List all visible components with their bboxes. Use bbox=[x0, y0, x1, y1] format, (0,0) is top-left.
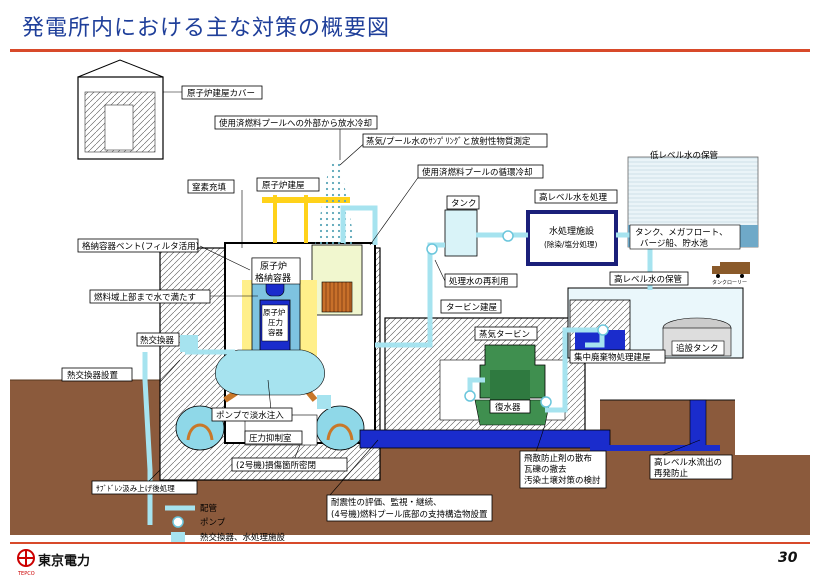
label-tank-lorry: タンクローリー bbox=[712, 279, 747, 286]
svg-text:熱交換器: 熱交換器 bbox=[140, 335, 175, 346]
svg-text:タンク: タンク bbox=[451, 199, 477, 209]
svg-text:復水器: 復水器 bbox=[495, 402, 521, 413]
label-steam-sampling: 蒸気/プール水のｻﾝﾌﾟﾘﾝｸﾞと放射性物質測定 bbox=[362, 133, 548, 148]
label-spent-fuel-circulating: 使用済燃料プールの循環冷却 bbox=[417, 164, 544, 179]
svg-text:処理水の再利用: 処理水の再利用 bbox=[449, 276, 509, 287]
svg-text:窒素充填: 窒素充填 bbox=[192, 182, 227, 193]
label-suppression-chamber: 圧力抑制室 bbox=[244, 430, 303, 445]
tepco-logo-icon bbox=[17, 549, 35, 567]
label-spent-fuel-external: 使用済燃料プールへの外部から放水冷却 bbox=[214, 115, 378, 130]
svg-text:集中廃棄物処理建屋: 集中廃棄物処理建屋 bbox=[574, 352, 651, 363]
water-treatment-facility bbox=[526, 210, 618, 266]
page-title: 発電所内における主な対策の概要図 bbox=[22, 16, 391, 41]
label-subdrain: ｻﾌﾞﾄﾞﾚﾝ汲み上げ後処理 bbox=[91, 480, 198, 495]
svg-text:原子炉建屋: 原子炉建屋 bbox=[262, 180, 305, 191]
trench bbox=[359, 399, 720, 451]
label-containment-vent: 格納容器ベント(フィルタ活用) bbox=[77, 238, 199, 253]
svg-text:使用済燃料プールへの外部から放水冷却: 使用済燃料プールへの外部から放水冷却 bbox=[219, 118, 372, 129]
svg-text:低レベル水の保管: 低レベル水の保管 bbox=[650, 150, 718, 161]
label-seismic-eval: 耐震性の評価、監視・継続、 (4号機)燃料プール底部の支持構造物設置 bbox=[326, 494, 493, 522]
label-nitrogen: 窒素充填 bbox=[187, 179, 235, 194]
label-damage-seal: (2号機)損傷箇所密閉 bbox=[231, 457, 348, 472]
svg-text:ｻﾌﾞﾄﾞﾚﾝ汲み上げ後処理: ｻﾌﾞﾄﾞﾚﾝ汲み上げ後処理 bbox=[96, 483, 175, 493]
label-rpv: 原子炉 圧力 容器 bbox=[261, 304, 289, 342]
tank-illustration bbox=[444, 209, 478, 257]
svg-text:バージ船、貯水池: バージ船、貯水池 bbox=[640, 238, 708, 249]
label-low-level-storage: 低レベル水の保管 bbox=[650, 150, 718, 161]
footer-rule bbox=[10, 542, 810, 544]
svg-text:圧力: 圧力 bbox=[268, 317, 283, 327]
svg-text:瓦礫の撤去: 瓦礫の撤去 bbox=[524, 464, 567, 475]
label-water-treatment: 水処理施設 (除染/塩分処理) bbox=[544, 225, 597, 249]
svg-text:タンク、メガフロート、: タンク、メガフロート、 bbox=[635, 227, 728, 238]
label-tank: タンク bbox=[446, 195, 480, 210]
svg-text:ポンプ: ポンプ bbox=[200, 518, 226, 528]
company-name: 東京電力 bbox=[38, 554, 91, 569]
svg-text:タンクローリー: タンクローリー bbox=[712, 279, 747, 286]
svg-text:高レベル水の保管: 高レベル水の保管 bbox=[614, 274, 682, 285]
svg-text:熱交換器設置: 熱交換器設置 bbox=[67, 370, 119, 381]
legend: 配管 ポンプ 熱交換器、水処理施設 bbox=[165, 503, 286, 543]
label-pump-fresh-water: ポンプで淡水注入 bbox=[211, 407, 293, 422]
svg-text:容器: 容器 bbox=[268, 327, 283, 337]
svg-text:ポンプで淡水注入: ポンプで淡水注入 bbox=[216, 410, 284, 421]
svg-text:圧力抑制室: 圧力抑制室 bbox=[249, 433, 292, 444]
label-containment: 原子炉 格納容器 bbox=[251, 257, 301, 285]
page-number: 30 bbox=[778, 550, 798, 566]
svg-text:蒸気/プール水のｻﾝﾌﾟﾘﾝｸﾞと放射性物質測定: 蒸気/プール水のｻﾝﾌﾟﾘﾝｸﾞと放射性物質測定 bbox=[366, 136, 531, 147]
label-treated-reuse: 処理水の再利用 bbox=[444, 273, 518, 288]
svg-text:原子炉: 原子炉 bbox=[260, 260, 287, 272]
label-low-level-options: タンク、メガフロート、 バージ船、貯水池 bbox=[629, 224, 741, 250]
company-sub: TEPCO bbox=[18, 571, 35, 577]
title-rule bbox=[10, 49, 810, 52]
reactor-cover-illustration bbox=[77, 59, 164, 160]
label-heat-exchanger-install: 熱交換器設置 bbox=[61, 367, 133, 382]
label-heat-exchanger: 熱交換器 bbox=[136, 332, 180, 347]
svg-text:再発防止: 再発防止 bbox=[654, 468, 689, 479]
svg-text:熱交換器、水処理施設: 熱交換器、水処理施設 bbox=[200, 532, 286, 543]
label-reactor-building: 原子炉建屋 bbox=[256, 177, 320, 192]
heat-exchanger-boxes bbox=[180, 335, 331, 409]
svg-text:原子炉建屋カバー: 原子炉建屋カバー bbox=[187, 88, 255, 99]
svg-text:配管: 配管 bbox=[200, 503, 217, 514]
label-dust-prevention: 飛散防止剤の散布 瓦礫の撤去 汚染土壌対策の検討 bbox=[519, 450, 607, 489]
svg-text:(2号機)損傷箇所密閉: (2号機)損傷箇所密閉 bbox=[236, 460, 316, 471]
label-fill-water: 燃料域上部まで水で満たす bbox=[89, 289, 211, 304]
label-condenser: 復水器 bbox=[489, 399, 531, 414]
svg-text:格納容器: 格納容器 bbox=[255, 272, 291, 284]
svg-text:水処理施設: 水処理施設 bbox=[549, 225, 594, 237]
svg-text:格納容器ベント(フィルタ活用): 格納容器ベント(フィルタ活用) bbox=[82, 241, 199, 252]
label-high-level-storage: 高レベル水の保管 bbox=[609, 271, 689, 286]
label-waste-building: 集中廃棄物処理建屋 bbox=[569, 349, 666, 364]
label-high-level-treatment: 高レベル水を処理 bbox=[534, 189, 618, 204]
svg-text:追設タンク: 追設タンク bbox=[676, 343, 719, 354]
label-steam-turbine: 蒸気タービン bbox=[474, 326, 538, 341]
svg-text:高レベル水流出の: 高レベル水流出の bbox=[654, 457, 722, 468]
svg-text:原子炉: 原子炉 bbox=[263, 307, 286, 317]
svg-text:高レベル水を処理: 高レベル水を処理 bbox=[539, 192, 608, 203]
label-additional-tank: 追設タンク bbox=[671, 340, 725, 356]
tank-lorry-icon bbox=[712, 262, 750, 278]
svg-text:(除染/塩分処理): (除染/塩分処理) bbox=[544, 239, 597, 249]
label-cover: 原子炉建屋カバー bbox=[181, 85, 263, 100]
svg-text:(4号機)燃料プール底部の支持構造物設置: (4号機)燃料プール底部の支持構造物設置 bbox=[331, 509, 488, 520]
svg-text:飛散防止剤の散布: 飛散防止剤の散布 bbox=[524, 453, 592, 464]
svg-text:使用済燃料プールの循環冷却: 使用済燃料プールの循環冷却 bbox=[422, 167, 533, 178]
label-outflow-prevention: 高レベル水流出の 再発防止 bbox=[649, 454, 733, 480]
svg-text:蒸気タービン: 蒸気タービン bbox=[479, 329, 530, 340]
svg-text:汚染土壌対策の検討: 汚染土壌対策の検討 bbox=[524, 475, 601, 486]
svg-text:タービン建屋: タービン建屋 bbox=[446, 302, 498, 313]
svg-text:燃料域上部まで水で満たす: 燃料域上部まで水で満たす bbox=[94, 292, 196, 303]
leader-lines bbox=[144, 91, 701, 496]
svg-text:耐震性の評価、監視・継続、: 耐震性の評価、監視・継続、 bbox=[331, 497, 442, 508]
label-turbine-building: タービン建屋 bbox=[440, 299, 502, 314]
pump-icons bbox=[426, 230, 609, 408]
